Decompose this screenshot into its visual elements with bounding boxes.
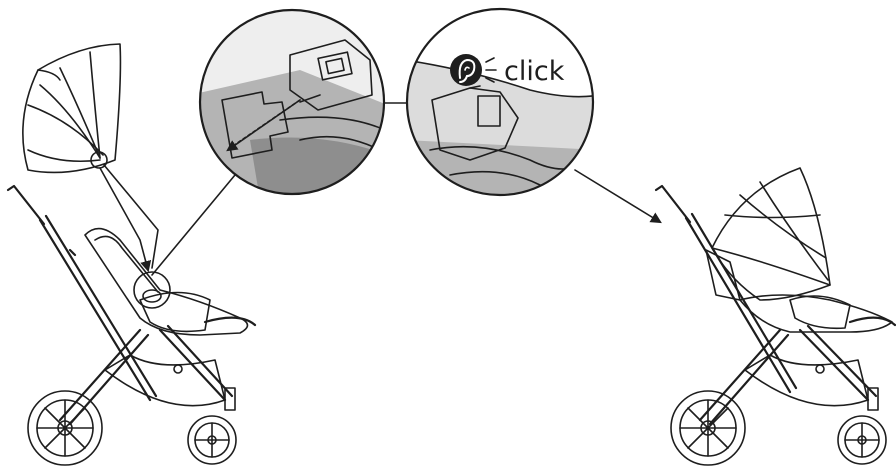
seat-attach-callout xyxy=(133,271,171,309)
ear-icon xyxy=(450,54,482,86)
canopy-attach-point-callout xyxy=(90,151,108,169)
wheel-front-left xyxy=(187,387,237,465)
detail-slide-in xyxy=(198,8,386,196)
wheel-front-right xyxy=(837,387,887,465)
stroller-left xyxy=(6,43,257,466)
detail-click-locked: click xyxy=(405,7,595,197)
wheel-rear-left xyxy=(27,390,103,466)
canopy-attached xyxy=(711,167,831,301)
sound-wave-icon xyxy=(485,57,497,83)
wheel-rear-right xyxy=(670,390,746,466)
stroller-right xyxy=(654,167,896,466)
click-label: click xyxy=(504,56,565,87)
canopy-detached xyxy=(22,43,122,174)
